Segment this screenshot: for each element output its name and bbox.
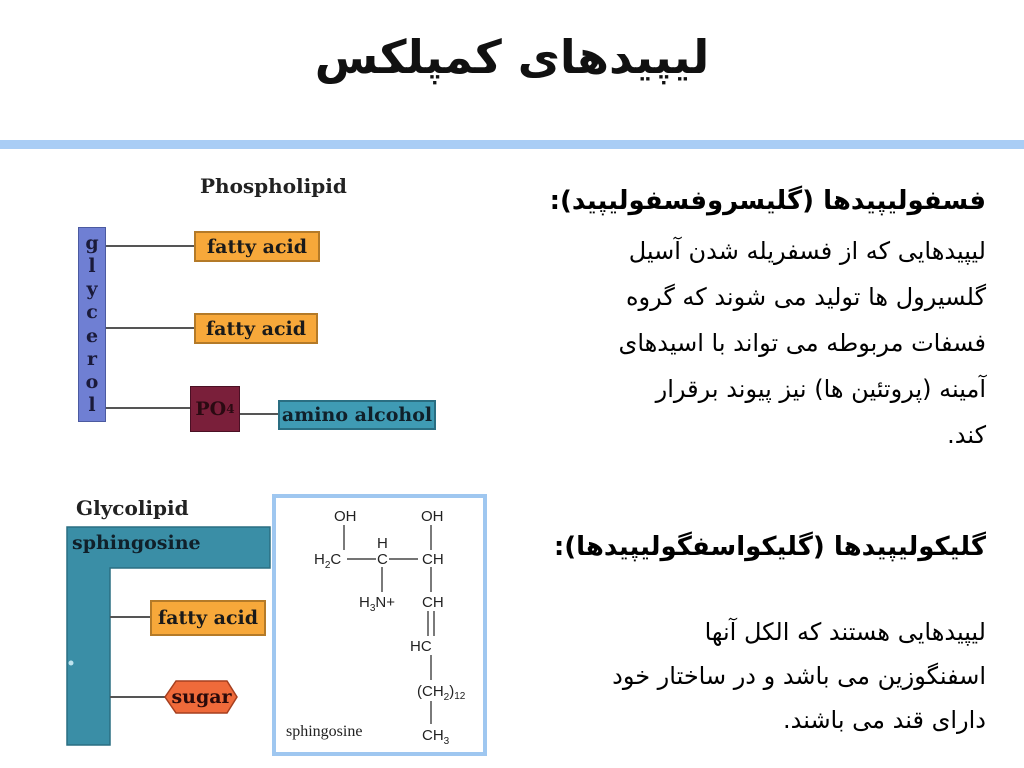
sugar-label: sugar (171, 686, 232, 708)
phospholipid-line: لیپیدهایی که از فسفریله شدن آسیل (628, 237, 986, 265)
phospholipid-heading: فسفولیپیدها (گلیسروفسفولیپید): (549, 186, 986, 216)
glycerol-letter: e (85, 324, 99, 347)
phosphate-subscript: 4 (226, 402, 235, 416)
glycolipid-line: اسفنگوزین می باشد و در ساختار خود (612, 662, 986, 690)
h3n-subscript: 3 (370, 603, 376, 614)
glycerol-letter: g (85, 232, 99, 255)
h3n-n: N+ (375, 594, 395, 611)
glycolipid-heading: گلیکولیپیدها (گلیکواسفگولیپیدها): (553, 532, 986, 562)
fatty-acid-box-1: fatty acid (194, 231, 320, 262)
ch2-chain: (CH2)12 (417, 683, 466, 703)
glycolipid-line: لیپیدهایی هستند که الکل آنها (704, 618, 986, 646)
sphingosine-label: sphingosine (72, 532, 201, 554)
connector-line (240, 413, 278, 415)
glycerol-backbone: g l y c e r o l (78, 227, 106, 422)
ch2-subscript: 2 (444, 692, 450, 703)
glycerol-letter: c (86, 301, 98, 324)
ch3-subscript: 3 (444, 736, 450, 747)
glycerol-letter: l (88, 255, 96, 278)
oh-left: OH (334, 508, 357, 525)
h2c-h: H (314, 551, 325, 568)
glycerol-letter: l (88, 393, 96, 416)
sphingosine-caption: sphingosine (286, 723, 362, 740)
glycerol-letter: o (85, 370, 99, 393)
slide-title: لیپیدهای کمپلکس (314, 30, 710, 84)
h2c-subscript: 2 (325, 560, 331, 571)
phospholipid-line: فسفات مربوطه می تواند با اسیدهای (618, 329, 986, 357)
phospholipid-line: آمینه (پروتئین ها) نیز پیوند برقرار (655, 375, 986, 403)
glycolipid-description: لیپیدهایی هستند که الکل آنها اسفنگوزین م… (456, 610, 986, 742)
phospholipid-line: گلسیرول ها تولید می شوند که گروه (625, 283, 986, 311)
fatty-acid-box-2: fatty acid (194, 313, 318, 344)
phospholipid-label: Phospholipid (200, 174, 347, 198)
ch3-group: CH3 (422, 727, 450, 747)
ch2-count: 12 (454, 691, 466, 702)
phosphate-label: PO (195, 398, 227, 420)
glycerol-letter: y (86, 278, 98, 301)
h3n-h: H (359, 594, 370, 611)
c-center: C (377, 551, 388, 568)
glyco-fatty-acid-box: fatty acid (150, 600, 266, 636)
h2c-group: H2C (314, 551, 341, 571)
phospholipid-description: لیپیدهایی که از فسفریله شدن آسیل گلسیرول… (466, 228, 986, 458)
title-divider (0, 140, 1024, 149)
sphingosine-structure: OH OH H H2C C CH H3N+ CH HC (CH2)12 CH3 … (286, 508, 466, 747)
phospholipid-line: کند. (947, 421, 986, 449)
glycerol-letter: r (86, 347, 97, 370)
glycolipid-line: دارای قند می باشند. (782, 706, 986, 734)
ch2-close: ) (449, 683, 454, 700)
connector-line (106, 245, 194, 247)
connector-line (106, 407, 190, 409)
h2c-c: C (330, 551, 341, 568)
h-top: H (377, 535, 388, 552)
ch-right: CH (422, 551, 444, 568)
ch-mid: CH (422, 594, 444, 611)
amino-alcohol-box: amino alcohol (278, 400, 436, 430)
glycolipid-label: Glycolipid (76, 496, 189, 520)
hc: HC (410, 638, 432, 655)
connector-line (106, 327, 194, 329)
h3n-group: H3N+ (359, 594, 395, 614)
sphingosine-structure-frame (272, 494, 487, 756)
oh-right: OH (421, 508, 444, 525)
ch3-ch: CH (422, 727, 444, 744)
ch2-open: (CH (417, 683, 444, 700)
